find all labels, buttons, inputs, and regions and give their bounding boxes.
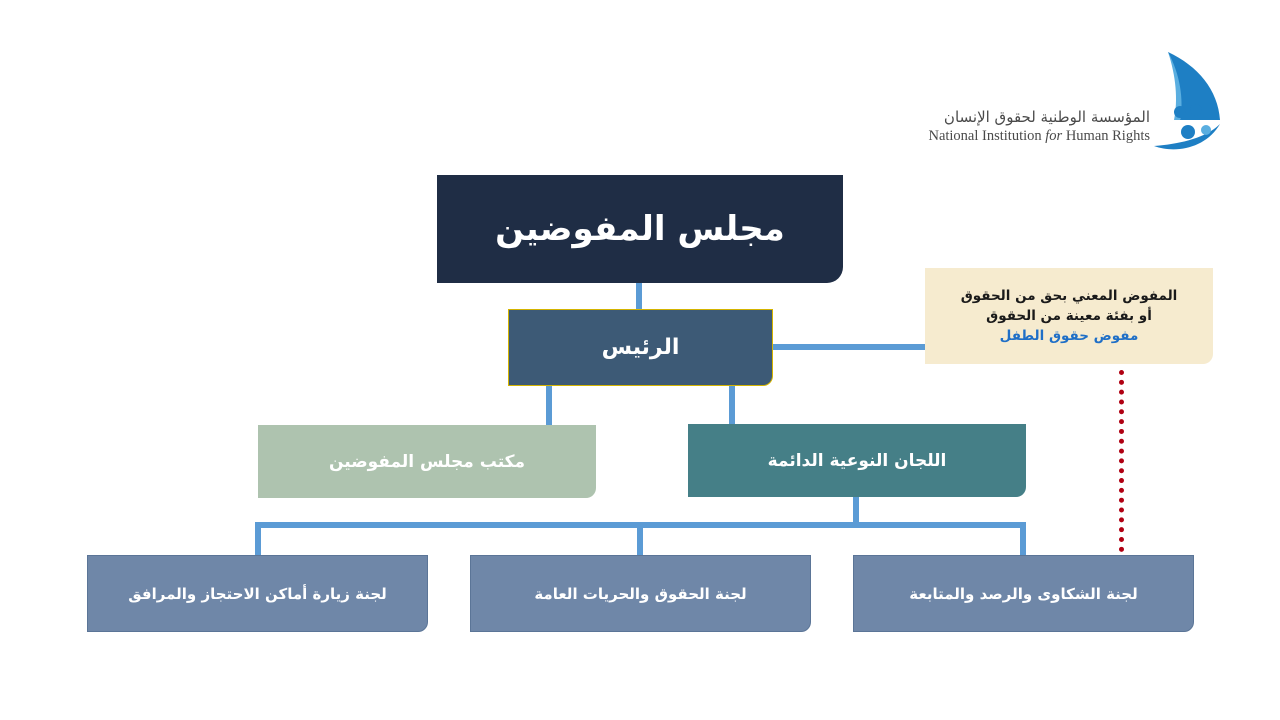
- logo-text: المؤسسة الوطنية لحقوق الإنسان National I…: [900, 108, 1150, 146]
- dotted-connector-commissioner: [1119, 370, 1124, 552]
- president-box: الرئيس: [508, 309, 773, 386]
- connector-bus-committee-middle: [637, 522, 643, 555]
- rights-freedoms-committee-box: لجنة الحقوق والحريات العامة: [470, 555, 811, 632]
- detention-visits-committee-box: لجنة زيارة أماكن الاحتجاز والمرافق: [87, 555, 428, 632]
- logo-english-pre: National Institution: [928, 128, 1046, 144]
- complaints-committee-box: لجنة الشكاوى والرصد والمتابعة: [853, 555, 1194, 632]
- connector-bus-committee-left: [255, 522, 261, 555]
- commissioner-box: المفوض المعني بحق من الحقوق أو بفئة معين…: [925, 268, 1213, 364]
- connector-bus-committee-right: [1020, 522, 1026, 555]
- connector-council-president: [636, 283, 642, 309]
- permanent-committees-box: اللجان النوعية الدائمة: [688, 424, 1026, 497]
- connector-president-commissioner: [773, 344, 925, 350]
- commissioner-child-rights: مفوض حقوق الطفل: [999, 328, 1139, 344]
- logo-arabic-name: المؤسسة الوطنية لحقوق الإنسان: [943, 108, 1150, 126]
- logo-english-name: National Institution for Human Rights: [900, 126, 1150, 146]
- connector-president-office: [546, 386, 552, 425]
- council-office-box: مكتب مجلس المفوضين: [258, 425, 596, 498]
- connector-president-permanent: [729, 386, 735, 424]
- commissioner-line-2: أو بفئة معينة من الحقوق: [986, 308, 1152, 324]
- commissioner-line-1: المفوض المعني بحق من الحقوق: [960, 288, 1178, 304]
- connector-permanent-bus: [853, 497, 859, 525]
- logo-english-for: for: [1045, 128, 1063, 144]
- logo-english-post: Human Rights: [1062, 128, 1150, 144]
- council-box: مجلس المفوضين: [437, 175, 843, 283]
- logo-emblem-icon: [1154, 52, 1220, 150]
